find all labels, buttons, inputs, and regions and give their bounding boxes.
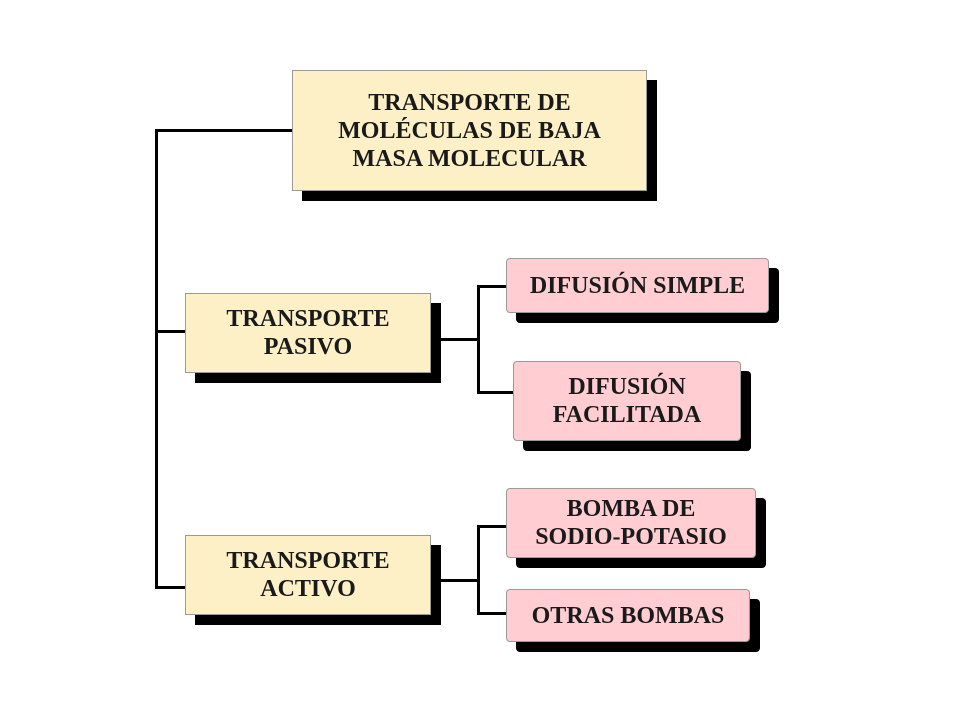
- connector-pasivo-spine: [477, 285, 480, 394]
- difusion-facilitada-box: DIFUSIÓN FACILITADA: [513, 361, 741, 441]
- bomba-sodio-potasio-box: BOMBA DE SODIO-POTASIO: [506, 488, 756, 558]
- connector-to-bomba-sodio-potasio: [477, 525, 506, 528]
- transporte-pasivo-box: TRANSPORTE PASIVO: [185, 293, 431, 373]
- transporte-activo-box: TRANSPORTE ACTIVO: [185, 535, 431, 615]
- connector-to-difusion-facilitada: [477, 391, 513, 394]
- connector-root-stub: [155, 129, 292, 132]
- connector-to-difusion-simple: [477, 285, 506, 288]
- difusion-simple-box: DIFUSIÓN SIMPLE: [506, 258, 769, 313]
- root-box: TRANSPORTE DE MOLÉCULAS DE BAJA MASA MOL…: [292, 70, 647, 191]
- connector-activo-spine: [477, 525, 480, 615]
- connector-to-otras-bombas: [477, 612, 506, 615]
- connector-to-pasivo: [155, 330, 185, 333]
- otras-bombas-box: OTRAS BOMBAS: [506, 589, 750, 642]
- connector-to-activo: [155, 586, 185, 589]
- connector-pasivo-stub: [430, 338, 480, 341]
- connector-main-spine: [155, 129, 158, 589]
- connector-activo-stub: [430, 579, 480, 582]
